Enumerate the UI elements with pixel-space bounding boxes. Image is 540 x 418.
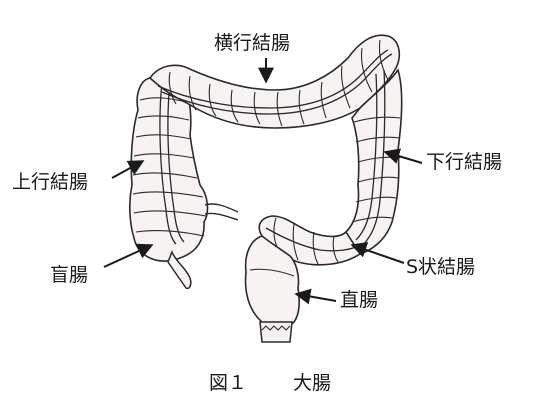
ascending-taenia-2 (167, 81, 185, 243)
ileum-2 (204, 212, 239, 221)
ascending-taenia (159, 81, 177, 245)
transverse-taenia (157, 49, 389, 109)
descending-colon-shape (344, 68, 403, 255)
arrow-descending (383, 148, 423, 164)
rectum-fold (249, 268, 295, 277)
anal-canal (259, 321, 293, 343)
arrow-sigmoid (350, 242, 405, 264)
descending-taenia (361, 69, 386, 247)
label-cecum: 盲腸 (50, 264, 89, 286)
label-ascending-colon: 上行結腸 (12, 171, 89, 193)
appendix (167, 249, 192, 290)
label-rectum: 直腸 (340, 289, 379, 311)
label-transverse-colon: 横行結腸 (214, 32, 291, 54)
rectum-shape (244, 235, 300, 329)
label-arrows (103, 58, 423, 305)
figure-number: 図１ (208, 372, 247, 394)
transverse-colon-shape (148, 34, 401, 129)
ascending-colon-shape (129, 75, 209, 262)
ascending-colon-haustra (132, 97, 207, 237)
arrow-rectum (294, 288, 337, 305)
sigmoid-taenia (265, 227, 359, 252)
figure-caption: 図１ 大腸 (0, 368, 540, 395)
transverse-taenia-2 (161, 53, 393, 115)
arrow-cecum (103, 243, 154, 268)
figure-title: 大腸 (293, 372, 332, 394)
label-descending-colon: 下行結腸 (426, 151, 503, 173)
transverse-colon-haustra (168, 39, 389, 127)
descending-taenia-2 (355, 73, 378, 241)
ileum (204, 203, 239, 213)
arrow-ascending (111, 160, 145, 179)
anal-canal-edge (261, 325, 291, 331)
label-sigmoid-colon: S状結腸 (406, 256, 476, 278)
